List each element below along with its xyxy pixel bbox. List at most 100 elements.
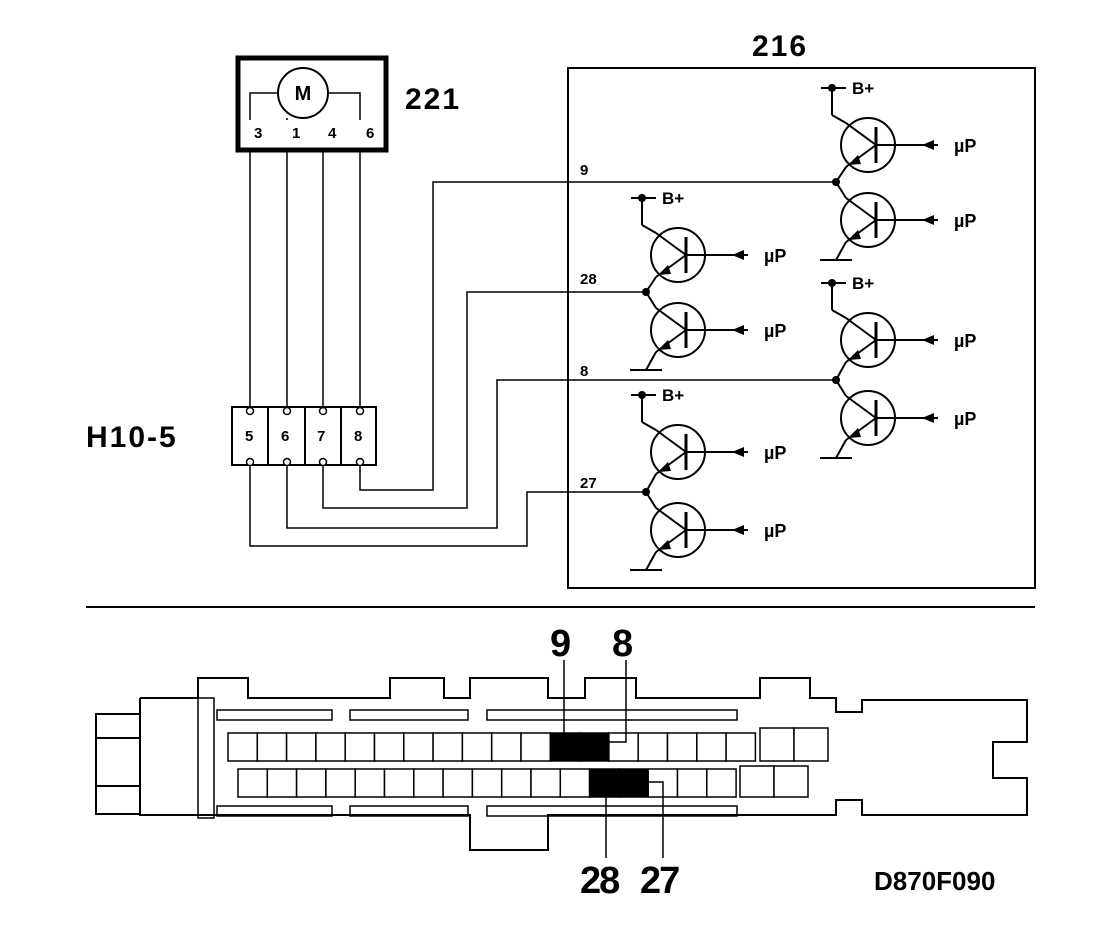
motor-221: M 221 3 1 4 6 bbox=[235, 55, 461, 153]
pair-27-high-side-control-label: µP bbox=[764, 443, 786, 463]
plug-top-end-cell bbox=[793, 727, 829, 762]
connector-pin-5: 5 bbox=[245, 428, 253, 445]
plug-top-cell bbox=[315, 732, 346, 762]
motor-pin-6: 6 bbox=[366, 125, 374, 142]
motor-id: 221 bbox=[405, 83, 461, 116]
plug-bottom-cell bbox=[676, 768, 708, 798]
plug-bottom-cell bbox=[500, 768, 532, 798]
pair-28-supply-label: B+ bbox=[662, 189, 684, 208]
plug-label-9: 9 bbox=[550, 623, 570, 665]
motor-to-connector-wires bbox=[249, 150, 361, 409]
plug-top-cell bbox=[520, 732, 552, 762]
pair-8-low-side-control-label: µP bbox=[954, 409, 976, 429]
pair-27-supply-link bbox=[641, 421, 657, 431]
pair-8-low-side-arrow bbox=[848, 428, 861, 438]
plug-top-cell bbox=[432, 732, 464, 762]
terminal-28: 28 bbox=[580, 271, 597, 288]
plug-label-8: 8 bbox=[612, 623, 632, 665]
plug-bottom-cell bbox=[706, 768, 737, 798]
connector-pin-8: 8 bbox=[354, 428, 362, 445]
plug-bottom-cell bbox=[383, 768, 415, 798]
connector-id: H10-5 bbox=[86, 421, 178, 454]
plug-bottom-highlight-cell bbox=[588, 768, 620, 798]
pair-9-high-side-collector bbox=[845, 122, 877, 146]
plug-bottom-cell bbox=[442, 768, 474, 798]
terminal-27: 27 bbox=[580, 475, 597, 492]
pair-8-supply-label: B+ bbox=[852, 274, 874, 293]
plug-bottom-cell bbox=[354, 768, 386, 798]
plug-bottom-cell bbox=[266, 768, 298, 798]
plug-label-27: 27 bbox=[640, 860, 679, 902]
pair-8-high-side-arrow bbox=[848, 350, 861, 360]
pair-28-low-side-gate-arrow bbox=[732, 325, 744, 335]
plug-bottom-highlight-cell bbox=[618, 768, 649, 798]
motor-pin-4: 4 bbox=[328, 125, 337, 142]
pair-9-low-side-arrow bbox=[848, 230, 861, 240]
pair-28-node bbox=[642, 288, 650, 296]
plug-bottom-cell bbox=[413, 768, 444, 798]
plug-top-cell bbox=[344, 732, 376, 762]
pair-28-high-side-control-label: µP bbox=[764, 246, 786, 266]
pair-8-ground-wire bbox=[835, 439, 847, 459]
plug-top-cell bbox=[696, 732, 727, 762]
plug-top-cell bbox=[637, 732, 669, 762]
pair-28-low-side-arrow bbox=[658, 340, 671, 350]
module-id: 216 bbox=[752, 30, 808, 63]
pair-28-low-side-collector bbox=[655, 307, 687, 331]
plug-label-28: 28 bbox=[580, 860, 619, 902]
pair-9-low-side-collector bbox=[845, 197, 877, 221]
pair-9-node bbox=[832, 178, 840, 186]
plug-top-end-cell bbox=[759, 727, 795, 762]
pair-8-supply-link bbox=[831, 309, 847, 319]
pair-28-high-side-collector bbox=[655, 232, 687, 256]
pair-9-high-side-control-label: µP bbox=[954, 136, 976, 156]
pair-27-ground-wire bbox=[645, 551, 657, 571]
plug-top-cell bbox=[373, 732, 405, 762]
pair-27-high-side-gate-arrow bbox=[732, 447, 744, 457]
terminal-8: 8 bbox=[580, 363, 588, 380]
plug-bottom-cell bbox=[237, 768, 269, 798]
plug-top-cell bbox=[608, 732, 639, 762]
plug-top-cell bbox=[256, 732, 288, 762]
plug-bottom-cell bbox=[559, 768, 591, 798]
pair-8-high-side-control-label: µP bbox=[954, 331, 976, 351]
pair-27-low-side-control-label: µP bbox=[764, 521, 786, 541]
terminal-9: 9 bbox=[580, 162, 588, 179]
plug-pin-cells bbox=[227, 727, 829, 798]
plug-top-cell bbox=[725, 732, 757, 762]
plug-bottom-cell bbox=[295, 768, 327, 798]
plug-top-cell bbox=[490, 732, 522, 762]
plug-bottom-cell bbox=[325, 768, 356, 798]
pair-27-supply-label: B+ bbox=[662, 386, 684, 405]
motor-pin-1: 1 bbox=[292, 125, 300, 142]
pair-9-low-side-gate-arrow bbox=[922, 215, 934, 225]
plug-top-cell bbox=[285, 732, 317, 762]
pair-27-node bbox=[642, 488, 650, 496]
plug-bottom-cell bbox=[530, 768, 562, 798]
pair-28-supply-link bbox=[641, 224, 657, 234]
pair-28-high-side-arrow bbox=[658, 265, 671, 275]
plug-top-cell bbox=[403, 732, 434, 762]
plug-bottom-cell bbox=[471, 768, 503, 798]
figure-code: D870F090 bbox=[874, 866, 995, 896]
pair-27-high-side-arrow bbox=[658, 462, 671, 472]
pair-27-low-side-collector bbox=[655, 507, 687, 531]
pair-9-high-side-gate-arrow bbox=[922, 140, 934, 150]
pair-9-supply-link bbox=[831, 114, 847, 124]
connector-pin-7: 7 bbox=[317, 428, 325, 445]
pair-28-high-side-gate-arrow bbox=[732, 250, 744, 260]
plug-top-cell bbox=[227, 732, 259, 762]
pair-27-low-side-arrow bbox=[658, 540, 671, 550]
pair-27-low-side-gate-arrow bbox=[732, 525, 744, 535]
plug-top-cell bbox=[666, 732, 698, 762]
connector-pin-6: 6 bbox=[281, 428, 289, 445]
motor-symbol-label: M bbox=[295, 83, 312, 105]
pair-9-ground-wire bbox=[835, 241, 847, 261]
pair-8-low-side-collector bbox=[845, 395, 877, 419]
plug-bottom-end-cell bbox=[773, 765, 809, 798]
plug-top-highlight-cell bbox=[549, 732, 581, 762]
pair-9-low-side-control-label: µP bbox=[954, 211, 976, 231]
plug-top-cell bbox=[461, 732, 493, 762]
